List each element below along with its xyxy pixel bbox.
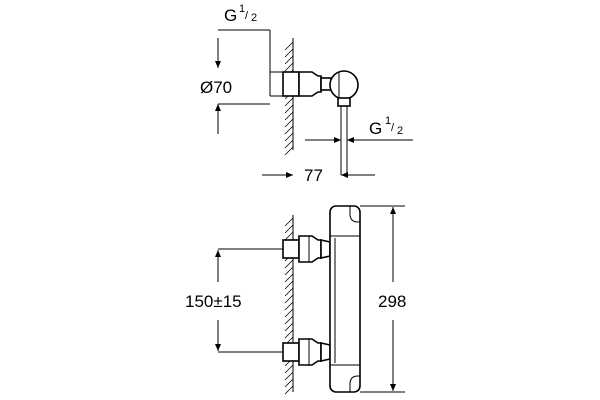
mixer-body-front bbox=[329, 205, 361, 393]
wall-hatch-line bbox=[284, 308, 294, 318]
wall-hatch-line bbox=[284, 111, 294, 121]
wall-hatch-line bbox=[284, 132, 294, 142]
wall-hatch-line bbox=[284, 97, 294, 107]
wall-hatch-line bbox=[284, 48, 294, 58]
lower-connection bbox=[282, 338, 331, 366]
upper-connection bbox=[282, 235, 331, 263]
outlet-thread-fraction-num: 1 bbox=[385, 115, 391, 127]
outlet-thread-label: G bbox=[369, 119, 382, 138]
wall-hatch-line bbox=[284, 224, 294, 234]
top-mixer-body bbox=[329, 70, 359, 100]
top-connector-nut bbox=[298, 71, 322, 97]
top-outlet-stub bbox=[337, 97, 351, 107]
inlet-thread-label: G bbox=[224, 6, 237, 25]
inlet-thread-fraction-num: 1 bbox=[239, 3, 245, 15]
wall-hatch-line bbox=[284, 55, 294, 65]
wall-hatch-line bbox=[284, 280, 294, 290]
wall-hatch-line bbox=[284, 217, 294, 227]
front-view: 150±15 298 bbox=[185, 205, 406, 395]
wall-hatch-line bbox=[284, 118, 294, 128]
inlet-thread-fraction-den: 2 bbox=[251, 12, 257, 24]
wall-hatch-line bbox=[284, 301, 294, 311]
diameter-label: Ø70 bbox=[200, 78, 232, 97]
wall-hatch-line bbox=[284, 385, 294, 395]
wall-hatch-line bbox=[284, 104, 294, 114]
outlet-thread-fraction-den: 2 bbox=[397, 125, 403, 137]
centre-distance-label: 150±15 bbox=[185, 292, 242, 311]
top-wall-flange bbox=[282, 71, 300, 97]
centre-distance-dimension: 150±15 bbox=[185, 248, 283, 353]
wall-hatch-line bbox=[284, 364, 294, 374]
wall-hatch-line bbox=[284, 266, 294, 276]
svg-text:/: / bbox=[245, 10, 249, 22]
wall-hatch-line bbox=[284, 259, 294, 269]
wall-hatch-line bbox=[284, 315, 294, 325]
height-dimension: 298 bbox=[360, 205, 406, 393]
top-view: G 1 / 2 Ø70 G 1 / 2 77 bbox=[200, 3, 413, 185]
wall-hatch-line bbox=[284, 62, 294, 72]
wall-hatch-line bbox=[284, 371, 294, 381]
wall-hatch-line bbox=[284, 41, 294, 51]
wall-hatch-line bbox=[284, 231, 294, 241]
depth-label: 77 bbox=[304, 166, 323, 185]
wall-hatch-line bbox=[284, 273, 294, 283]
wall-hatch-line bbox=[284, 329, 294, 339]
inlet-thread-dimension: G 1 / 2 bbox=[215, 3, 271, 76]
height-label: 298 bbox=[378, 292, 406, 311]
wall-hatch-line bbox=[284, 294, 294, 304]
svg-text:/: / bbox=[391, 122, 395, 134]
diameter-dimension: Ø70 bbox=[200, 71, 283, 134]
wall-hatch-line bbox=[284, 125, 294, 135]
wall-hatch-line bbox=[284, 287, 294, 297]
wall-hatch-line bbox=[284, 378, 294, 388]
outlet-thread-dimension: G 1 / 2 bbox=[305, 115, 413, 143]
wall-hatch-line bbox=[284, 146, 294, 156]
wall-hatch-line bbox=[284, 322, 294, 332]
depth-dimension: 77 bbox=[262, 166, 375, 185]
wall-hatch-line bbox=[284, 139, 294, 149]
